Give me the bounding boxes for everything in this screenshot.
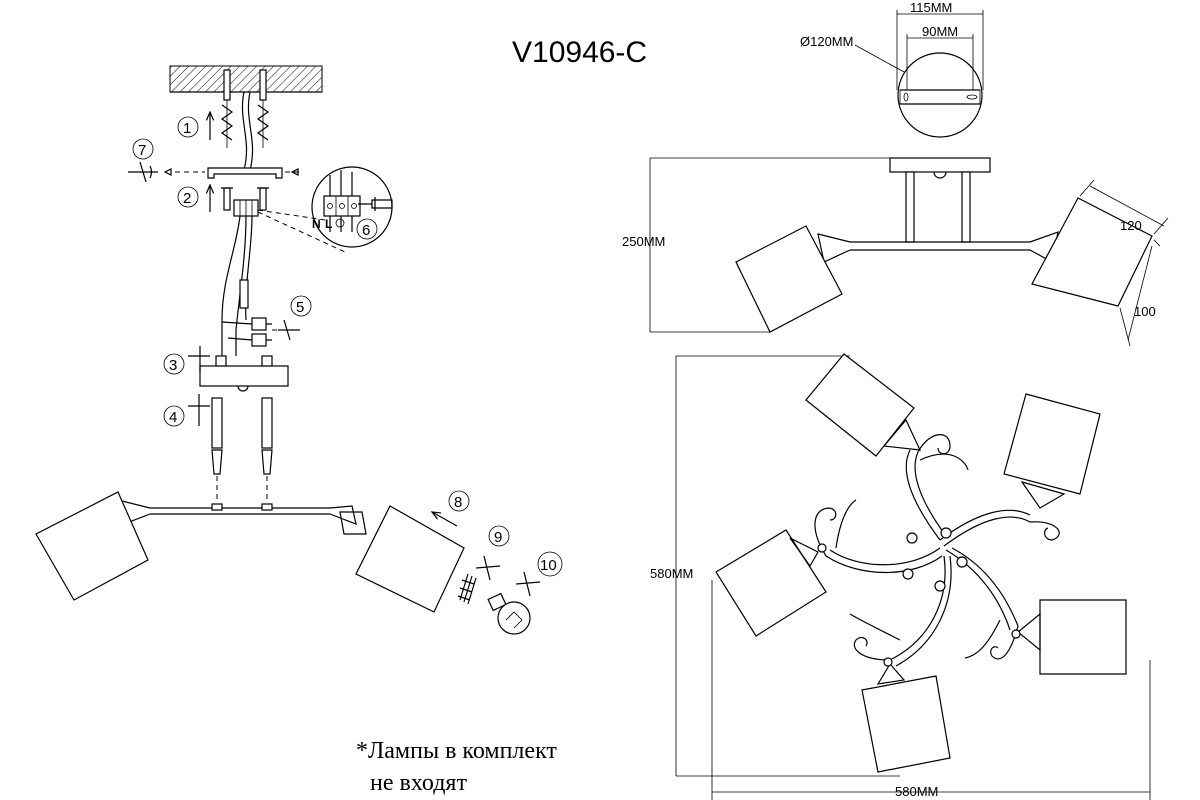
svg-text:9: 9 <box>494 529 502 546</box>
shade-right-top <box>1003 393 1101 509</box>
curved-arms <box>814 434 1060 667</box>
note-line-1: *Лампы в комплект <box>356 738 557 764</box>
svg-text:3: 3 <box>169 357 177 374</box>
shade-width-dim: 120 <box>1120 218 1142 233</box>
step-2: 2 <box>177 185 269 212</box>
bulb-icon <box>487 592 531 635</box>
step-9: 9 <box>457 525 510 605</box>
mounting-bracket <box>163 167 300 179</box>
svg-text:N: N <box>312 217 321 231</box>
terminal-block <box>233 199 259 217</box>
shade-height-dim: 100 <box>1134 304 1156 319</box>
top-view: 580MM 580MM <box>650 353 1151 800</box>
lamp-shade-left <box>35 491 149 601</box>
step-7: 7 <box>128 138 158 183</box>
svg-text:10: 10 <box>540 557 557 574</box>
svg-text:L: L <box>325 217 332 231</box>
svg-text:5: 5 <box>296 299 304 316</box>
plate-outer-dim: 115MM <box>910 0 952 15</box>
wiring-detail: N L <box>311 166 393 248</box>
svg-text:7: 7 <box>138 142 146 159</box>
canopy-diameter-dim: Ø120MM <box>800 34 853 49</box>
shade-top <box>805 353 921 457</box>
plate-inner-dim: 90MM <box>922 24 958 39</box>
model-title: V10946-C <box>512 36 647 69</box>
svg-text:4: 4 <box>169 409 177 426</box>
step-10: 10 <box>487 551 563 635</box>
side-shade-right <box>1031 197 1153 307</box>
shade-right-bottom <box>1011 599 1127 675</box>
span-vertical-dim: 580MM <box>650 566 693 581</box>
step-3: 3 <box>163 346 210 375</box>
lamp-shade-right <box>355 505 465 613</box>
svg-text:2: 2 <box>183 190 191 207</box>
note-line-2: не входят <box>370 770 467 796</box>
step-4: 4 <box>163 394 210 427</box>
assembly-view: 1 7 2 <box>35 65 563 635</box>
canopy-top-view: 115MM 90MM Ø120MM <box>800 0 984 138</box>
canopy-base <box>199 355 289 392</box>
support-rods <box>211 397 273 502</box>
shade-bottom <box>861 657 951 773</box>
span-horizontal-dim: 580MM <box>895 784 938 799</box>
svg-text:8: 8 <box>454 494 462 511</box>
svg-text:6: 6 <box>362 222 370 239</box>
step-8: 8 <box>432 490 470 527</box>
svg-text:1: 1 <box>183 120 191 137</box>
side-shade-left <box>735 225 843 333</box>
step-1: 1 <box>177 112 210 140</box>
step-6: 6 <box>356 218 378 240</box>
ceiling <box>169 65 323 93</box>
height-dim: 250MM <box>622 234 665 249</box>
step-5: 5 <box>290 295 312 317</box>
lamp-arm <box>117 499 367 535</box>
ceiling-anchors <box>220 69 270 148</box>
shade-left <box>715 529 827 637</box>
wire-connectors <box>221 317 300 347</box>
side-view: 250MM 120 100 <box>622 157 1169 347</box>
